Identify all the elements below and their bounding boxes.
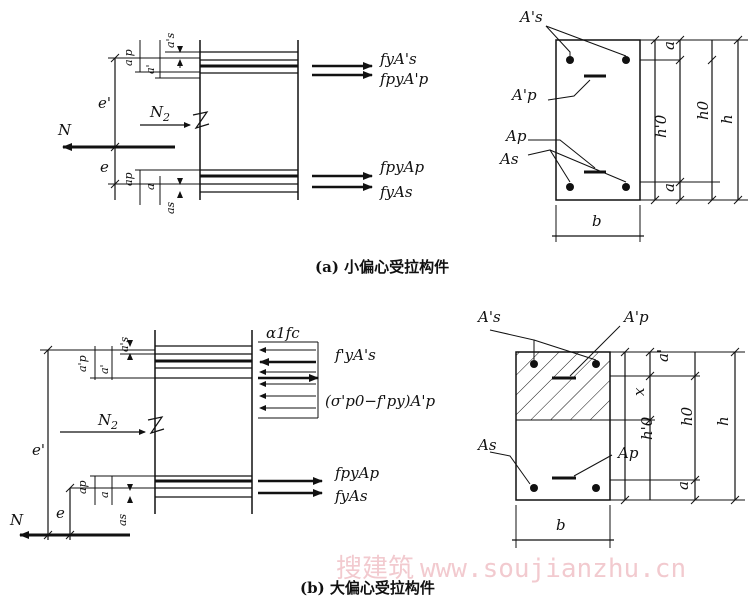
a-label-a-top: a' — [144, 64, 157, 74]
a-sec-Ap: Ap — [504, 127, 527, 145]
a-sec-Ap-prime: A'p — [510, 86, 537, 104]
b-label-a-bot: a — [98, 491, 111, 498]
panel-b-cross-section — [489, 325, 745, 548]
b-label-e: e — [56, 504, 65, 522]
b-label-as-top: a's — [118, 336, 131, 352]
b-sec-b: b — [556, 516, 566, 534]
b-sec-h0-prime: h'0 — [638, 416, 656, 440]
a-label-as-top: a's — [164, 32, 177, 48]
a-force-fyAs-prime: fyA's — [379, 50, 417, 68]
a-label-ap-top: a'p — [122, 49, 135, 66]
b-sec-As: As — [476, 436, 497, 454]
b-label-N: N — [9, 511, 24, 529]
a-label-N: N — [57, 121, 72, 139]
a-label-N2: N — [149, 103, 164, 121]
a-force-fyAs: fyAs — [379, 183, 413, 201]
a-label-ap-bot: ap — [122, 172, 135, 186]
watermark-url: www.soujianzhu.cn — [420, 554, 686, 584]
panel-a-force-diagram — [62, 40, 373, 205]
b-force-fpyAp: fpyAp — [334, 464, 379, 482]
b-sec-As-prime: A's — [476, 308, 501, 326]
b-sec-a-bot: a — [674, 481, 692, 490]
b-sec-a-top: a' — [654, 349, 672, 362]
caption-b: (b) 大偏心受拉构件 — [300, 579, 435, 597]
a-force-fpyAp: fpyAp — [379, 158, 424, 176]
b-sec-h: h — [714, 416, 732, 426]
a-sec-h0-prime: h'0 — [652, 114, 670, 138]
watermark-cn: 搜建筑 — [336, 554, 414, 584]
b-sec-x: x — [630, 387, 648, 396]
a-label-e: e — [100, 158, 109, 176]
b-label-N2: N — [97, 411, 112, 429]
caption-a: (a) 小偏心受拉构件 — [315, 258, 449, 276]
panel-a-cross-section — [527, 25, 748, 242]
a-sec-h0: h0 — [694, 100, 712, 120]
b-label-as-bot: as — [116, 513, 129, 526]
b-label-alpha-fc: α1fc — [266, 324, 300, 342]
a-sec-a-top: a — [660, 41, 678, 50]
a-force-fpyAp-prime: fpyA'p — [379, 70, 429, 88]
a-sec-h: h — [718, 114, 736, 124]
b-label-N2-sub: 2 — [110, 419, 118, 432]
b-force-fyAs-prime: f'yA's — [334, 346, 376, 364]
a-label-e-prime: e' — [98, 94, 111, 112]
a-sec-a-bot: a — [660, 183, 678, 192]
a-label-a-bot: a — [144, 183, 157, 190]
b-label-e-prime: e' — [32, 441, 45, 459]
b-sec-h0: h0 — [678, 406, 696, 426]
a-label-as-bot: as — [164, 201, 177, 214]
b-label-ap-top: a'p — [76, 355, 89, 372]
b-label-a-top: a' — [98, 364, 111, 374]
b-label-ap-bot: ap — [76, 480, 89, 494]
b-force-sigma-Ap-prime: (σ'p0−f'py)A'p — [325, 392, 435, 410]
panel-b-force-diagram — [19, 330, 323, 540]
a-sec-b: b — [592, 212, 602, 230]
b-sec-Ap: Ap — [616, 444, 639, 462]
a-label-N2-sub: 2 — [162, 111, 170, 124]
a-sec-As: As — [498, 150, 519, 168]
b-sec-Ap-prime: A'p — [622, 308, 649, 326]
b-force-fyAs: fyAs — [334, 487, 368, 505]
a-sec-As-prime: A's — [518, 8, 543, 26]
